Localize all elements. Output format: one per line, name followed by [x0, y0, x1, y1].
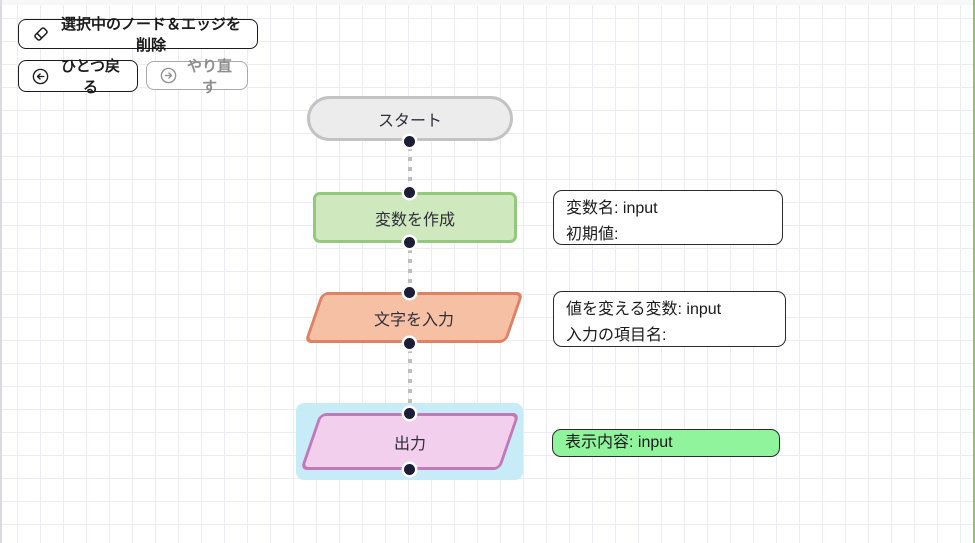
handle-output-bottom[interactable] — [404, 464, 415, 475]
undo-label: ひとつ戻る — [61, 58, 120, 96]
edge-create-to-input — [408, 249, 412, 289]
edge-start-to-create — [408, 147, 412, 189]
canvas-top-strip — [0, 0, 975, 5]
node-text-input-label: 文字を入力 — [373, 311, 454, 329]
redo-label: やり直す — [186, 57, 232, 96]
node-start[interactable]: スタート — [307, 96, 513, 141]
node-create-variable-label: 変数を作成 — [374, 211, 455, 229]
node-start-label: スタート — [377, 112, 442, 130]
redo-arrow-icon — [159, 66, 178, 85]
undo-arrow-icon — [31, 67, 50, 86]
handle-start-bottom[interactable] — [404, 136, 415, 147]
handle-input-bottom[interactable] — [404, 338, 415, 349]
canvas-right-strip — [973, 0, 975, 543]
annotation-create-variable-line2: 初期値: — [566, 226, 619, 243]
handle-output-top[interactable] — [404, 408, 415, 419]
handle-create-top[interactable] — [404, 187, 415, 198]
node-text-input[interactable]: 文字を入力 — [303, 292, 525, 343]
eraser-icon — [31, 24, 51, 44]
node-create-variable[interactable]: 変数を作成 — [313, 192, 517, 243]
delete-selected-button[interactable]: 選択中のノード＆エッジを削除 — [18, 16, 258, 54]
delete-selected-label: 選択中のノード＆エッジを削除 — [60, 16, 241, 54]
annotation-output-line1: 表示内容: input — [565, 434, 673, 451]
annotation-create-variable: 変数名: input 初期値: — [553, 190, 783, 245]
handle-input-top[interactable] — [404, 287, 415, 298]
edge-input-to-output — [408, 349, 412, 409]
annotation-text-input-line2: 入力の項目名: — [566, 327, 667, 344]
handle-create-bottom[interactable] — [404, 237, 415, 248]
node-output[interactable]: 出力 — [300, 413, 520, 470]
annotation-text-input-line1: 値を変える変数: input — [566, 301, 722, 318]
node-output-label: 出力 — [393, 435, 426, 453]
annotation-output: 表示内容: input — [552, 429, 780, 457]
annotation-text-input: 値を変える変数: input 入力の項目名: — [553, 291, 786, 347]
annotation-create-variable-line1: 変数名: input — [566, 200, 658, 217]
undo-button[interactable]: ひとつ戻る — [18, 58, 138, 96]
canvas-left-strip — [0, 0, 2, 543]
redo-button[interactable]: やり直す — [146, 58, 248, 96]
